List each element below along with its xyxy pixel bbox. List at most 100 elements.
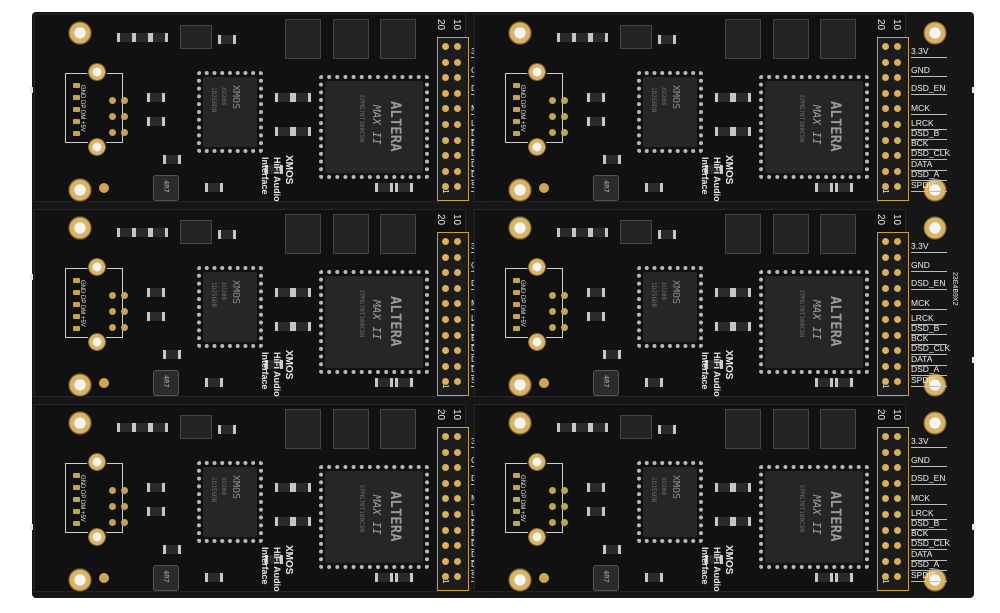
header-number-top: 20 xyxy=(875,19,886,31)
usb-pin-dm: DM xyxy=(519,304,525,315)
usb-hole xyxy=(87,452,107,472)
mounting-hole xyxy=(507,215,533,241)
xmos-chip-code: XU208 xyxy=(660,87,667,106)
regulator-ic xyxy=(180,25,212,49)
header-pin xyxy=(882,284,889,292)
xmos-chip: XMOS XU208 1D256DB xyxy=(197,461,263,543)
usb-pin-gnd: GND xyxy=(519,85,525,99)
header-pin xyxy=(442,89,449,97)
header-pin xyxy=(442,43,449,50)
mounting-hole xyxy=(922,177,948,203)
product-label-line2: HiFi Audio xyxy=(712,157,722,202)
fpga-chip: ALTERA MAX II EPM570T100C5N xyxy=(319,465,429,569)
smd-component xyxy=(733,517,751,526)
xmos-chip-brand: XMOS xyxy=(230,475,241,500)
header-pin xyxy=(882,121,889,128)
smd-component xyxy=(395,573,413,582)
usb-hole xyxy=(87,332,107,352)
header-pin xyxy=(882,152,889,160)
edge-notch xyxy=(30,87,33,93)
header-pin xyxy=(442,121,449,128)
smd-component xyxy=(835,183,853,192)
xmos-chip: XMOS XU208 1D256DB xyxy=(637,266,703,348)
smd-component xyxy=(715,322,733,331)
mounting-hole xyxy=(922,372,948,398)
signal-label: MCK xyxy=(911,103,930,113)
usb-pad xyxy=(513,497,520,502)
smd-component xyxy=(835,573,853,582)
header-pin xyxy=(454,167,461,175)
fpga-brand: ALTERA xyxy=(387,491,403,542)
product-label-line2: HiFi Audio xyxy=(712,547,722,592)
usb-pad xyxy=(73,278,80,283)
header-pin xyxy=(454,542,461,550)
usb-shield-pad xyxy=(121,308,128,315)
mosfet xyxy=(333,409,369,449)
mounting-hole xyxy=(922,20,948,46)
usb-pad xyxy=(73,485,80,490)
product-label-line2: HiFi Audio xyxy=(272,157,282,202)
header-pin xyxy=(894,573,901,581)
header-pin xyxy=(454,378,461,386)
signal-label: DSD_EN xyxy=(911,83,946,93)
header-pin xyxy=(894,448,901,456)
usb-pin-dm: DM xyxy=(79,499,85,510)
usb-pad xyxy=(513,314,520,319)
header-pin xyxy=(442,526,449,534)
inductor-marking: 4R7 xyxy=(162,570,170,583)
header-pin xyxy=(894,74,901,82)
mosfet xyxy=(380,19,416,59)
smd-component xyxy=(733,322,751,331)
regulator-ic xyxy=(180,415,212,439)
header-pin xyxy=(882,43,889,50)
header-pin xyxy=(442,316,449,323)
header-pin xyxy=(894,511,901,518)
header-pin xyxy=(442,573,449,581)
usb-shield-pad xyxy=(561,97,568,104)
usb-shield-pad xyxy=(549,308,556,315)
usb-hole xyxy=(87,62,107,82)
mosfet xyxy=(773,409,809,449)
inductor-marking: 4R7 xyxy=(602,180,610,193)
product-label: XMOS xyxy=(723,350,734,379)
smd-component xyxy=(275,483,293,492)
pcb-board-r3c2: GND DP DM +5V XMOS XU208 1D256DB ALTERA … xyxy=(474,404,950,593)
signal-label-line xyxy=(911,529,947,530)
signal-label: DSD_A xyxy=(911,169,940,179)
signal-label: LRCK xyxy=(911,118,934,128)
mosfet xyxy=(725,409,761,449)
fpga-part: EPM570T100C5N xyxy=(798,95,805,142)
panel-mark: 23E4B9X2 xyxy=(951,272,958,306)
usb-pin-labels: GND DP DM +5V xyxy=(519,280,525,327)
smd-component xyxy=(705,360,723,369)
header-pin xyxy=(882,479,889,487)
mounting-hole xyxy=(922,215,948,241)
header-pin xyxy=(454,74,461,82)
signal-label-line xyxy=(911,180,947,181)
fpga-brand: ALTERA xyxy=(827,101,843,152)
smd-component xyxy=(658,230,676,239)
signal-label-line xyxy=(911,289,947,290)
mosfet xyxy=(725,214,761,254)
smd-component xyxy=(573,423,591,432)
header-number-top: 20 xyxy=(435,409,446,421)
smd-component xyxy=(733,288,751,297)
header-pin xyxy=(894,464,901,472)
inductor-marking: 4R7 xyxy=(602,570,610,583)
usb-pad xyxy=(73,314,80,319)
header-pin xyxy=(882,378,889,386)
header-pin xyxy=(442,269,449,277)
signal-label: DSD_B xyxy=(911,323,940,333)
usb-hole xyxy=(527,137,547,157)
xmos-chip-code2: 1D256DB xyxy=(650,87,657,113)
usb-pin-dm: DM xyxy=(519,109,525,120)
header-pin xyxy=(454,58,461,66)
xmos-chip-code2: 1D256DB xyxy=(650,282,657,308)
header-pin xyxy=(442,284,449,292)
product-line-2: HiFi Audio xyxy=(272,547,282,592)
fpga-chip: ALTERA MAX II EPM570T100C5N xyxy=(319,270,429,374)
pcb-board-r1c1: GND DP DM +5V XMOS XU208 1D256DB ALTERA … xyxy=(34,14,510,203)
usb-pin-labels: GND DP DM +5V xyxy=(519,85,525,132)
usb-pin-gnd: GND xyxy=(79,85,85,99)
usb-shield-pad xyxy=(549,129,556,136)
